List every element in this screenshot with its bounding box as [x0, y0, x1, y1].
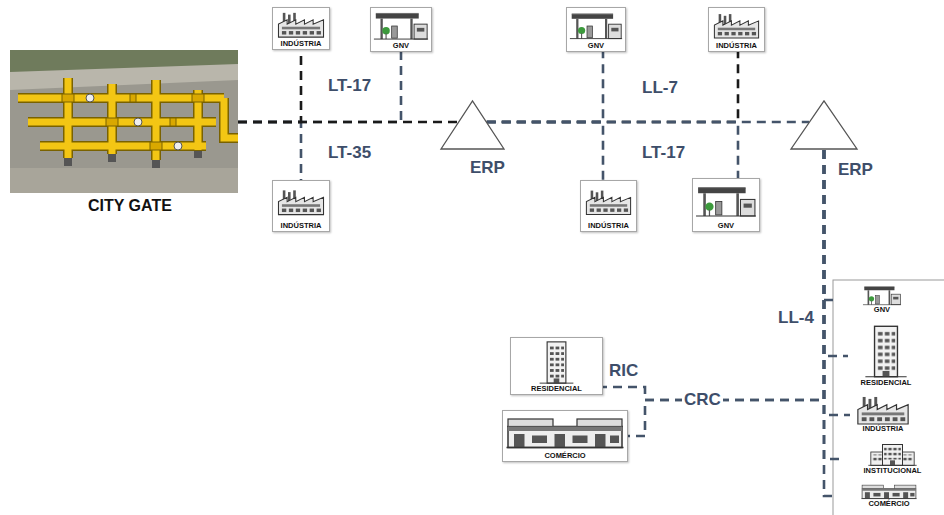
pipeline-connector: [487, 52, 738, 122]
pipe-label: LL-4: [776, 308, 816, 328]
icon-caption: INDÚSTRIA: [863, 425, 904, 433]
icon-caption: GNV: [588, 42, 604, 50]
icon-picture: [852, 396, 914, 425]
pipeline-connector: [824, 150, 837, 496]
pipeline-connector: [824, 150, 838, 300]
node-title: CITY GATE: [88, 197, 172, 215]
triangle-shape: [441, 101, 504, 149]
pipe-label: LT-17: [326, 76, 373, 96]
label-anchor: LL-4: [776, 308, 816, 328]
label-anchor: RIC: [607, 361, 640, 381]
commerce-box: COMÉRCIO: [502, 410, 628, 462]
industry-box: INDÚSTRIA: [272, 180, 330, 232]
pipeline-connector: [487, 121, 809, 124]
icon-caption: INDÚSTRIA: [281, 40, 322, 48]
gnv-box: GNV: [566, 7, 626, 52]
icon-caption: INDÚSTRIA: [281, 222, 322, 230]
gnv-box: GNV: [370, 7, 432, 52]
industry-box: INDÚSTRIA: [580, 180, 637, 232]
erp-triangle: ERP: [440, 100, 505, 150]
pipe-label: LL-7: [640, 78, 680, 98]
icon-picture: [850, 324, 922, 379]
icon-caption: INSTITUCIONAL: [864, 467, 922, 475]
residential-item: RESIDENCIAL: [848, 322, 924, 390]
gnv-box: GNV: [692, 178, 760, 232]
icon-picture: [275, 10, 327, 40]
label-anchor: LT-35: [326, 143, 373, 163]
icon-picture: [505, 413, 625, 452]
industry-box: INDÚSTRIA: [272, 7, 330, 50]
label-anchor: LL-7: [640, 78, 680, 98]
industry-item: INDÚSTRIA: [850, 394, 916, 436]
icon-caption: INDÚSTRIA: [588, 222, 629, 230]
icon-caption: COMÉRCIO: [868, 500, 909, 508]
pipe-label: LT-17: [640, 143, 687, 163]
pipeline-connector: [238, 52, 401, 122]
erp-triangle: ERP: [790, 100, 858, 150]
label-anchor: LT-17: [326, 76, 373, 96]
icon-picture: [847, 442, 938, 467]
icon-picture: [583, 183, 634, 222]
pipe-label: RIC: [607, 361, 640, 381]
triangle-shape: [791, 101, 857, 149]
icon-picture: [275, 183, 327, 222]
triangle-outline: [790, 100, 858, 150]
icon-picture: [373, 10, 429, 42]
consumer-panel: [833, 280, 944, 515]
label-anchor: LT-17: [640, 143, 687, 163]
icon-caption: INDÚSTRIA: [716, 42, 757, 50]
industry-box: INDÚSTRIA: [708, 7, 765, 52]
gnv-item: GNV: [838, 283, 926, 317]
pipeline-connector: [628, 150, 824, 436]
pipeline-connector: [487, 122, 738, 178]
icon-caption: RESIDENCIAL: [861, 379, 912, 387]
icon-picture: [840, 285, 924, 306]
pipe-label: CRC: [682, 390, 723, 410]
icon-caption: RESIDENCIAL: [531, 385, 582, 393]
icon-picture: [839, 483, 939, 500]
city-gate: CITY GATE: [10, 50, 238, 193]
gate-photo: [10, 50, 238, 193]
node-title: ERP: [838, 160, 873, 180]
pipeline-connector: [487, 52, 603, 122]
label-anchor: CRC: [682, 390, 723, 410]
pipeline-connector: [238, 50, 301, 122]
icon-caption: GNV: [393, 42, 409, 50]
icon-caption: GNV: [718, 222, 734, 230]
triangle-outline: [440, 100, 505, 150]
icon-picture: [513, 340, 600, 385]
pipeline-connector: [238, 121, 458, 124]
pipeline-connector: [824, 150, 848, 356]
pipe-label: LT-35: [326, 143, 373, 163]
icon-picture: [695, 181, 757, 222]
icon-picture: [711, 10, 762, 42]
icon-picture: [569, 10, 623, 42]
icon-caption: GNV: [874, 306, 890, 314]
institutional-item: INSTITUCIONAL: [845, 440, 940, 478]
commerce-item: COMÉRCIO: [837, 481, 941, 511]
node-title: ERP: [470, 158, 505, 178]
pipeline-connector: [238, 122, 301, 180]
icon-caption: COMÉRCIO: [544, 452, 585, 460]
photo-art: [10, 50, 238, 193]
residential-box: RESIDENCIAL: [510, 337, 603, 395]
